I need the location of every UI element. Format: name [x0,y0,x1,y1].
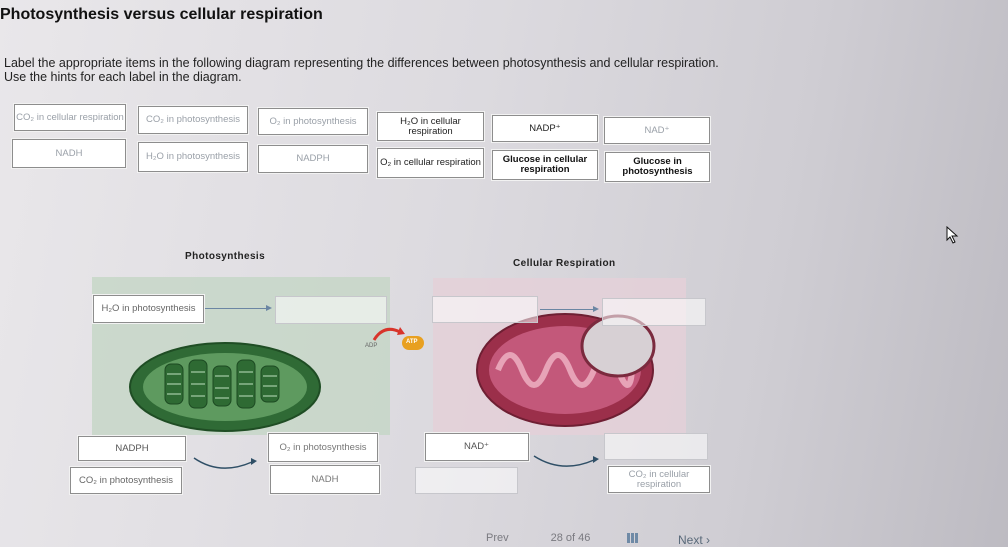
prev-link[interactable]: Prev [486,532,509,544]
drop-zone-resp-output-bottom-1[interactable] [604,433,708,460]
chevron-right-icon: › [706,533,711,547]
respiration-title: Cellular Respiration [513,258,616,269]
drop-zone-resp-input-bottom-1[interactable]: NAD⁺ [425,433,529,461]
resp-bottom-arrow-icon [533,455,599,467]
drop-zone-photo-input-bottom-1[interactable]: NADPH [78,436,186,461]
arrow-right-icon [266,305,272,311]
drop-zone-photo-output-top[interactable] [275,296,387,324]
page-position: 28 of 46 [550,532,591,544]
next-label: Next [678,533,703,547]
bank-chip-nad-plus[interactable]: NAD⁺ [604,117,710,144]
bank-chip-co2-photosynthesis[interactable]: CO₂ in photosynthesis [138,106,248,134]
resp-top-arrow [540,309,594,310]
next-button[interactable]: Next › [678,533,710,547]
page-title: Photosynthesis versus cellular respirati… [0,6,323,23]
chloroplast-illustration [129,342,321,432]
bank-chip-nadh[interactable]: NADH [12,139,126,168]
drop-zone-resp-input-bottom-2[interactable] [415,467,518,494]
instructions-line-1: Label the appropriate items in the follo… [4,56,719,70]
bank-chip-nadph[interactable]: NADPH [258,145,368,173]
photo-bottom-arrow-icon [193,457,257,469]
atp-burst [402,336,424,350]
drop-zone-photo-output-bottom-1[interactable]: O₂ in photosynthesis [268,433,378,462]
bank-chip-co2-cellular-respiration[interactable]: CO₂ in cellular respiration [14,104,126,131]
instructions-line-2: Use the hints for each label in the diag… [4,70,242,84]
bank-chip-h2o-photosynthesis[interactable]: H₂O in photosynthesis [138,142,248,172]
drop-zone-resp-output-top[interactable] [602,298,706,326]
bank-chip-glucose-cellular-respiration[interactable]: Glucose in cellular respiration [492,150,598,180]
grid-icon[interactable] [627,533,639,543]
bank-chip-o2-photosynthesis[interactable]: O₂ in photosynthesis [258,108,368,135]
bank-chip-nadp-plus[interactable]: NADP⁺ [492,115,598,142]
drop-zone-resp-input-top[interactable] [432,296,538,323]
drop-zone-photo-output-bottom-2[interactable]: NADH [270,465,380,494]
bank-chip-o2-cellular-respiration[interactable]: O₂ in cellular respiration [377,148,484,178]
adp-to-atp-arrow-icon [372,327,405,341]
mouse-cursor-icon [946,226,959,244]
drop-zone-photo-input-bottom-2[interactable]: CO₂ in photosynthesis [70,467,182,494]
photosynthesis-title: Photosynthesis [185,251,266,262]
drop-zone-photo-input-top[interactable]: H₂O in photosynthesis [93,295,204,323]
mitochondrion-illustration [476,313,656,427]
drop-zone-resp-output-bottom-2[interactable]: CO₂ in cellular respiration [608,466,710,493]
atp-label: ATP [406,339,418,345]
pager: Prev 28 of 46 [486,532,590,544]
bank-chip-glucose-photosynthesis[interactable]: Glucose in photosynthesis [605,152,710,182]
bank-chip-h2o-cellular-respiration[interactable]: H₂O in cellular respiration [377,112,484,141]
adp-label: ADP [365,343,378,349]
arrow-right-icon [593,306,599,312]
photo-top-arrow [205,308,267,309]
